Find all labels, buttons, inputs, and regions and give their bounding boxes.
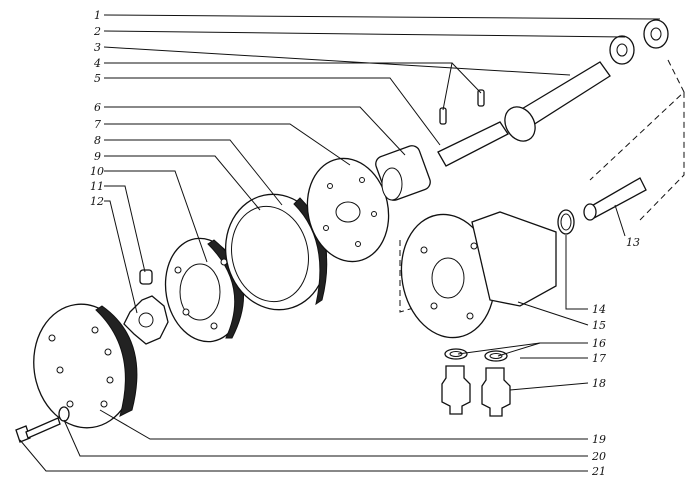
callout-18: 18 [592, 377, 606, 390]
leader-lines [19, 14, 661, 472]
cardan-coupling [375, 145, 431, 201]
callout-9: 9 [94, 150, 101, 163]
callout-7: 7 [94, 118, 101, 131]
callout-20: 20 [591, 450, 606, 463]
callout-16: 16 [592, 337, 606, 350]
callout-1: 1 [94, 9, 101, 22]
intermediate-shaft [437, 121, 509, 167]
sealing-washers [444, 348, 508, 362]
o-ring [557, 209, 575, 235]
cylindrical-pin [583, 177, 647, 221]
callout-3: 3 [94, 41, 101, 54]
bolt-and-washer [15, 406, 70, 443]
union-fittings [441, 365, 511, 417]
callout-2: 2 [93, 25, 101, 38]
callout-8: 8 [94, 134, 101, 147]
callout-10: 10 [90, 165, 104, 178]
callout-14: 14 [592, 303, 606, 316]
callout-4: 4 [93, 57, 101, 70]
star-rotor [123, 295, 169, 345]
callout-numbers: 1 2 3 4 5 6 7 8 9 10 11 12 13 14 15 16 1… [90, 9, 640, 478]
roller-pin [139, 269, 153, 285]
end-cover-plate [33, 303, 138, 429]
callout-15: 15 [592, 319, 606, 332]
key-pins [439, 89, 485, 125]
outer-rotor-ring [164, 237, 245, 343]
callout-19: 19 [592, 433, 606, 446]
callout-6: 6 [94, 101, 101, 114]
callout-17: 17 [592, 352, 606, 365]
distributor-plate [306, 157, 390, 263]
callout-12: 12 [90, 195, 104, 208]
callout-5: 5 [94, 72, 101, 85]
callout-21: 21 [591, 465, 606, 478]
sleeve-ring [224, 193, 328, 311]
output-shaft [504, 61, 611, 142]
shaft-nut [609, 19, 669, 65]
main-housing [400, 211, 557, 339]
callout-13: 13 [626, 236, 640, 249]
callout-11: 11 [90, 180, 104, 193]
